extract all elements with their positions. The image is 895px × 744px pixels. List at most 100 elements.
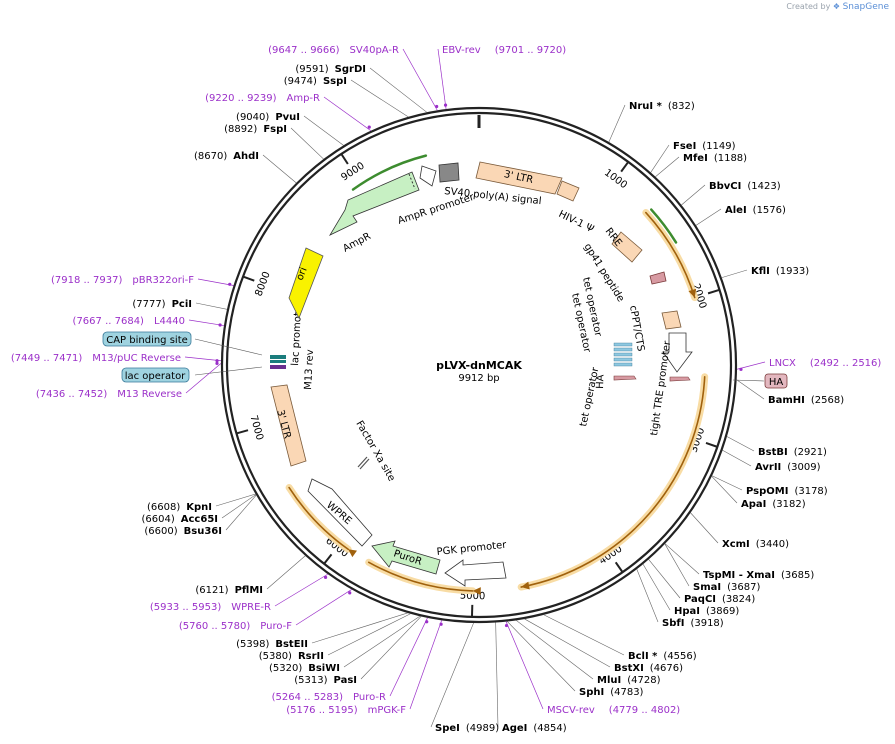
site-apai: ApaI(3182): [741, 499, 806, 510]
feature-arcs: [285, 154, 709, 596]
primer-leader: [505, 621, 544, 710]
primer-leader: [274, 573, 329, 607]
site-leader: [655, 156, 680, 177]
site-sphi: SphI(4783): [579, 687, 644, 698]
site-mfei: MfeI(1188): [683, 153, 747, 164]
arc-bottom-arrowhead: [472, 587, 481, 596]
arc-dnmcak-arrowhead: [521, 581, 530, 590]
feature-ha-inner-label: HA: [595, 374, 607, 389]
site-leader: [262, 154, 297, 184]
arc-left-bottom: [288, 486, 349, 551]
primer-wpre-r: (5933 .. 5953)WPRE-R: [150, 602, 271, 613]
site-sbfi: SbfI(3918): [662, 618, 724, 629]
site-leader: [327, 613, 411, 656]
site-leader: [690, 512, 719, 544]
feature-lac-promoter-label: lac promoter: [290, 301, 304, 366]
primer-ebv-rev: EBV-rev(9701 .. 9720): [442, 45, 566, 56]
plasmid-size: 9912 bp: [458, 373, 499, 384]
primer-mpgk-f: (5176 .. 5195)mPGK-F: [286, 705, 406, 716]
arc-upper-right: [645, 211, 696, 299]
site-fsei: FseI(1149): [673, 141, 736, 152]
tet-operator-cluster: [613, 342, 633, 367]
site-leader: [430, 622, 474, 728]
site-leader: [221, 494, 257, 519]
site-xcmi: XcmI(3440): [722, 539, 789, 550]
primer-mark: [228, 282, 232, 286]
feature-3ltr-top: [475, 161, 563, 195]
site-smai: SmaI(3687): [693, 582, 760, 593]
feature-hiv1-psi: [556, 180, 580, 202]
primer-leader: [295, 589, 352, 626]
site-leader: [681, 184, 706, 206]
site-leader: [266, 555, 306, 590]
restriction-sites: NruI *(832)FseI(1149)MfeI(1188)BbvCI(142…: [132, 64, 844, 734]
tick-2000: [707, 288, 720, 295]
primer-mark: [443, 103, 448, 107]
site-avrii: AvrII(3009): [755, 462, 821, 473]
feature-cppt: [661, 310, 682, 330]
site-bstbi: BstBI(2921): [758, 447, 827, 458]
tick-label-9000: 9000: [339, 160, 366, 183]
feature-ori: [288, 247, 324, 319]
arc-bottom: [367, 561, 474, 592]
site-leader: [642, 563, 671, 611]
feature-sv40pa: [438, 162, 460, 183]
primer-puro-f: (5760 .. 5780)Puro-F: [179, 621, 292, 632]
tick-7000: [236, 429, 249, 435]
feature-ori-label: ori: [295, 266, 310, 282]
site-leader: [515, 620, 594, 680]
site-leader: [290, 127, 324, 160]
site-leader: [495, 622, 499, 728]
site-sgrdi: (9591)SgrDI: [295, 64, 366, 75]
primer-puro-r: (5264 .. 5283)Puro-R: [272, 692, 386, 703]
site-leader: [311, 612, 408, 644]
tick-1000: [620, 161, 630, 173]
site-kfli: KflI(1933): [751, 266, 809, 277]
primer-leader: [323, 96, 372, 132]
site-pspomi: PspOMI(3178): [746, 486, 828, 497]
primer-m13-reverse: (7436 .. 7452)M13 Reverse: [36, 389, 182, 400]
primer-mark: [367, 125, 371, 129]
primer-amp-r: (9220 .. 9239)Amp-R: [205, 93, 320, 104]
primer-mark: [739, 367, 743, 371]
site-kpni: (6608)KpnI: [147, 502, 212, 513]
site-leader: [664, 543, 690, 587]
feature-gp41: [649, 271, 667, 285]
arc-left-bottom-arrowhead: [348, 549, 358, 558]
lac-operator-label: lac operator: [125, 371, 186, 382]
feature-tight-tre-arrow: [662, 332, 693, 373]
site-leader: [711, 475, 743, 491]
primer-leader: [188, 319, 225, 326]
primer-mark: [323, 575, 328, 579]
primer-mark: [215, 361, 219, 365]
site-leader: [215, 493, 256, 507]
feature-hiv1-psi-label: HIV-1 Ψ: [557, 209, 596, 235]
site-bstxi: BstXI(4676): [614, 663, 683, 674]
primer-mark: [435, 104, 439, 109]
primer-mark: [425, 620, 429, 624]
site-tspmi-xmai: TspMI - XmaI(3685): [703, 570, 814, 581]
feature-wpre-arrow: [307, 478, 373, 547]
feature-factorxa-label: Factor Xa site: [353, 419, 397, 483]
feature-pgk-label: PGK promoter: [436, 540, 508, 558]
site-pasi: (5313)PasI: [294, 675, 357, 686]
primer-pbr322ori-f: (7918 .. 7937)pBR322ori-F: [51, 275, 194, 286]
primer-leader: [409, 620, 443, 710]
site-leader: [664, 543, 700, 575]
site-leader: [350, 79, 409, 118]
tick-6000: [323, 553, 333, 565]
feature-puror-arrow: [371, 540, 441, 575]
brand-name: SnapGene: [842, 2, 889, 12]
feature-ha-ring: [669, 376, 691, 382]
site-agei: AgeI(4854): [502, 723, 567, 734]
site-hpai: HpaI(3869): [674, 606, 739, 617]
tick-label-8000: 8000: [254, 270, 273, 298]
ha-box: [764, 373, 788, 389]
tick-label-7000: 7000: [247, 414, 265, 441]
tick-label-1000: 1000: [602, 167, 629, 191]
site-mlui: MluI(4728): [597, 675, 661, 686]
site-leader: [736, 379, 765, 400]
feature-ampr-label: AmpR: [341, 231, 373, 255]
feature-tight-tre-label: tight TRE promoter: [649, 339, 673, 436]
